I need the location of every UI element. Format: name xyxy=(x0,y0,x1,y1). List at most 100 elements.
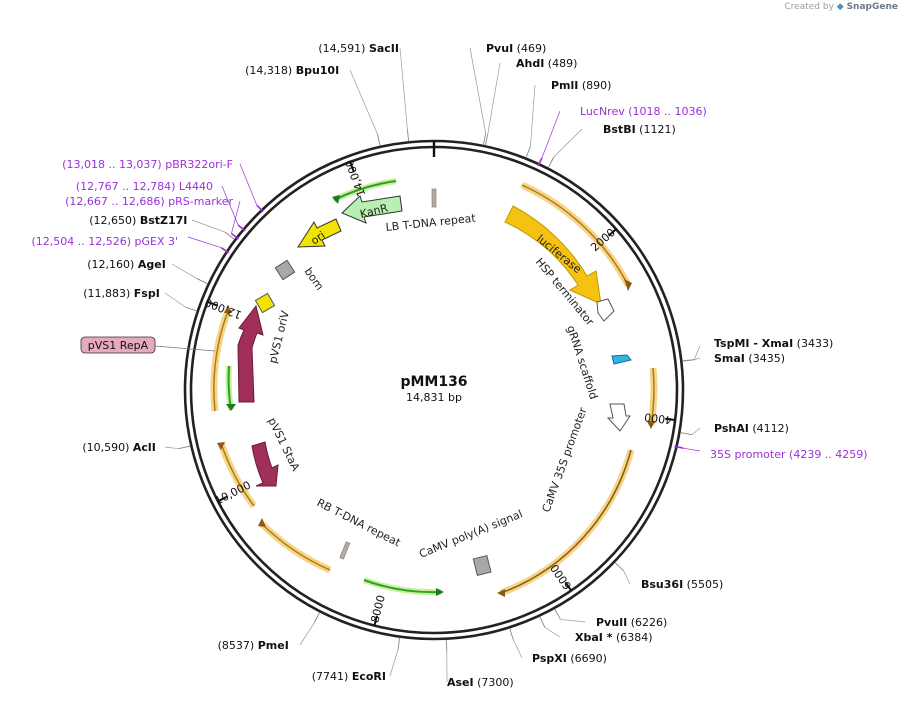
site-label-ecori: (7741) EcoRI xyxy=(312,670,386,683)
grna-marker xyxy=(612,355,631,364)
site-tick-asei xyxy=(446,640,447,652)
tick-label-4000: 4000 xyxy=(644,410,673,426)
site-tick-bstbi xyxy=(548,157,553,168)
site-name-bsu36i: Bsu36I xyxy=(641,578,683,591)
site-name-sacii: SacII xyxy=(369,42,399,55)
site-label-xbai: XbaI * (6384) xyxy=(575,631,653,644)
arrowhead-green-top xyxy=(332,195,340,204)
site-name-agei: AgeI xyxy=(138,258,166,271)
primer-leader-lucnrev xyxy=(542,111,560,158)
primer-label-lucnrev: LucNrev (1018 .. 1036) xyxy=(580,105,707,118)
site-tick-acli xyxy=(179,446,191,449)
site-leader-sacii xyxy=(400,48,407,129)
site-name-xbai: XbaI * xyxy=(575,631,613,644)
site-tick-pvui xyxy=(483,133,485,145)
site-pos-acli: (10,590) xyxy=(82,441,133,454)
site-tick-agei xyxy=(197,279,208,284)
primer-name-pgex-3: pGEX 3' xyxy=(134,235,178,248)
site-pos-agei: (12,160) xyxy=(87,258,138,271)
primer-label-35s-promoter: 35S promoter (4239 .. 4259) xyxy=(710,448,868,461)
site-tick-xbai xyxy=(540,617,545,628)
site-label-agei: (12,160) AgeI xyxy=(87,258,166,271)
primer-sites: LucNrev (1018 .. 1036) 35S promoter (4239… xyxy=(31,105,867,461)
site-tick-bsu36i xyxy=(615,562,624,570)
site-tick-pmli xyxy=(526,146,530,157)
tick-label-10000: 10,000 xyxy=(213,478,253,507)
primer-label-pbr322ori-f: (13,018 .. 13,037) pBR322ori-F xyxy=(62,158,233,171)
camv35s-arrow xyxy=(608,404,630,431)
pvs1-repa-arrow xyxy=(238,306,263,402)
tick-label-8000: 8000 xyxy=(368,594,387,624)
primer-label-l4440: (12,767 .. 12,784) L4440 xyxy=(76,180,213,193)
primer-name-prs-marker: pRS-marker xyxy=(168,195,233,208)
site-label-pvui: PvuI (469) xyxy=(486,42,546,55)
primer-name-pbr322ori-f: pBR322ori-F xyxy=(165,158,233,171)
site-name-pmei: PmeI xyxy=(258,639,289,652)
site-pos-pmei: (8537) xyxy=(218,639,258,652)
site-label-pmli: PmlI (890) xyxy=(551,79,611,92)
plasmid-length: 14,831 bp xyxy=(406,391,462,404)
site-label-pmei: (8537) PmeI xyxy=(218,639,289,652)
site-pos-pshai: (4112) xyxy=(749,422,789,435)
primer-name-l4440: L4440 xyxy=(179,180,213,193)
feature-label-grna: gRNA scaffold xyxy=(564,324,600,401)
site-leader-bpu10i xyxy=(350,70,378,134)
site-name-ahdi: AhdI xyxy=(516,57,544,70)
site-name-tspmi-xmai: TspMI - XmaI xyxy=(714,337,793,350)
site-pos-smai: (3435) xyxy=(745,352,785,365)
site-name-smai: SmaI xyxy=(714,352,745,365)
feature-label-rb-repeat: RB T-DNA repeat xyxy=(315,496,403,550)
site-label-asei: AseI (7300) xyxy=(447,676,514,689)
feature-label-polya: CaMV poly(A) signal xyxy=(417,507,524,560)
site-tick-ahdi xyxy=(485,134,487,146)
credit-prefix: Created by xyxy=(784,2,834,12)
feature-label-camv35s: CaMV 35S promoter xyxy=(540,405,590,514)
site-pos-bpu10i: (14,318) xyxy=(245,64,296,77)
site-name-pspxi: PspXI xyxy=(532,652,567,665)
bom-box xyxy=(275,260,294,279)
site-name-bstbi: BstBI xyxy=(603,123,636,136)
feature-label-bom: bom xyxy=(302,265,327,292)
site-name-bpu10i: Bpu10I xyxy=(296,64,340,77)
primer-name-35s-promoter: 35S promoter xyxy=(710,448,786,461)
feature-arc-left-region xyxy=(262,524,330,570)
site-pos-bstbi: (1121) xyxy=(636,123,676,136)
site-label-pspxi: PspXI (6690) xyxy=(532,652,607,665)
site-name-pvui: PvuI xyxy=(486,42,513,55)
feature-label-pvs1oriv: pVS1 oriV xyxy=(266,309,292,365)
site-label-ahdi: AhdI (489) xyxy=(516,57,577,70)
primer-name-lucnrev: LucNrev xyxy=(580,105,625,118)
site-pos-pmli: (890) xyxy=(578,79,611,92)
site-pos-bstz17i: (12,650) xyxy=(89,214,140,227)
site-pos-fspi: (11,883) xyxy=(83,287,134,300)
site-name-pvuii: PvuII xyxy=(596,616,627,629)
primer-leader-35s-promoter xyxy=(683,448,700,451)
site-label-pvuii: PvuII (6226) xyxy=(596,616,667,629)
site-tick-bpu10i xyxy=(378,134,381,146)
site-leader-pmei xyxy=(300,623,314,645)
site-leader-bsu36i xyxy=(624,571,630,584)
site-name-bstz17i: BstZ17I xyxy=(140,214,188,227)
site-leader-fspi xyxy=(165,293,185,307)
primer-label-prs-marker: (12,667 .. 12,686) pRS-marker xyxy=(65,195,233,208)
snapgene-logo-icon: ◆ xyxy=(837,2,844,12)
site-pos-xbai: (6384) xyxy=(612,631,652,644)
site-tick-fspi xyxy=(185,307,196,311)
primer-range-l4440: (12,767 .. 12,784) xyxy=(76,180,179,193)
arrowhead-green-west xyxy=(226,404,236,411)
site-leader-ecori xyxy=(390,650,398,676)
site-leader-acli xyxy=(165,447,179,449)
site-leader-ahdi xyxy=(488,63,500,134)
site-leader-xbai xyxy=(545,627,560,637)
site-pos-bsu36i: (5505) xyxy=(683,578,723,591)
feature-label-lb-repeat: LB T-DNA repeat xyxy=(385,212,477,234)
site-tick-ecori xyxy=(398,638,400,650)
primer-range-35s-promoter: (4239 .. 4259) xyxy=(786,448,868,461)
primer-range-pgex-3: (12,504 .. 12,526) xyxy=(31,235,134,248)
site-label-bsu36i: Bsu36I (5505) xyxy=(641,578,723,591)
repa-leader-line xyxy=(155,346,215,351)
site-label-fspi: (11,883) FspI xyxy=(83,287,160,300)
